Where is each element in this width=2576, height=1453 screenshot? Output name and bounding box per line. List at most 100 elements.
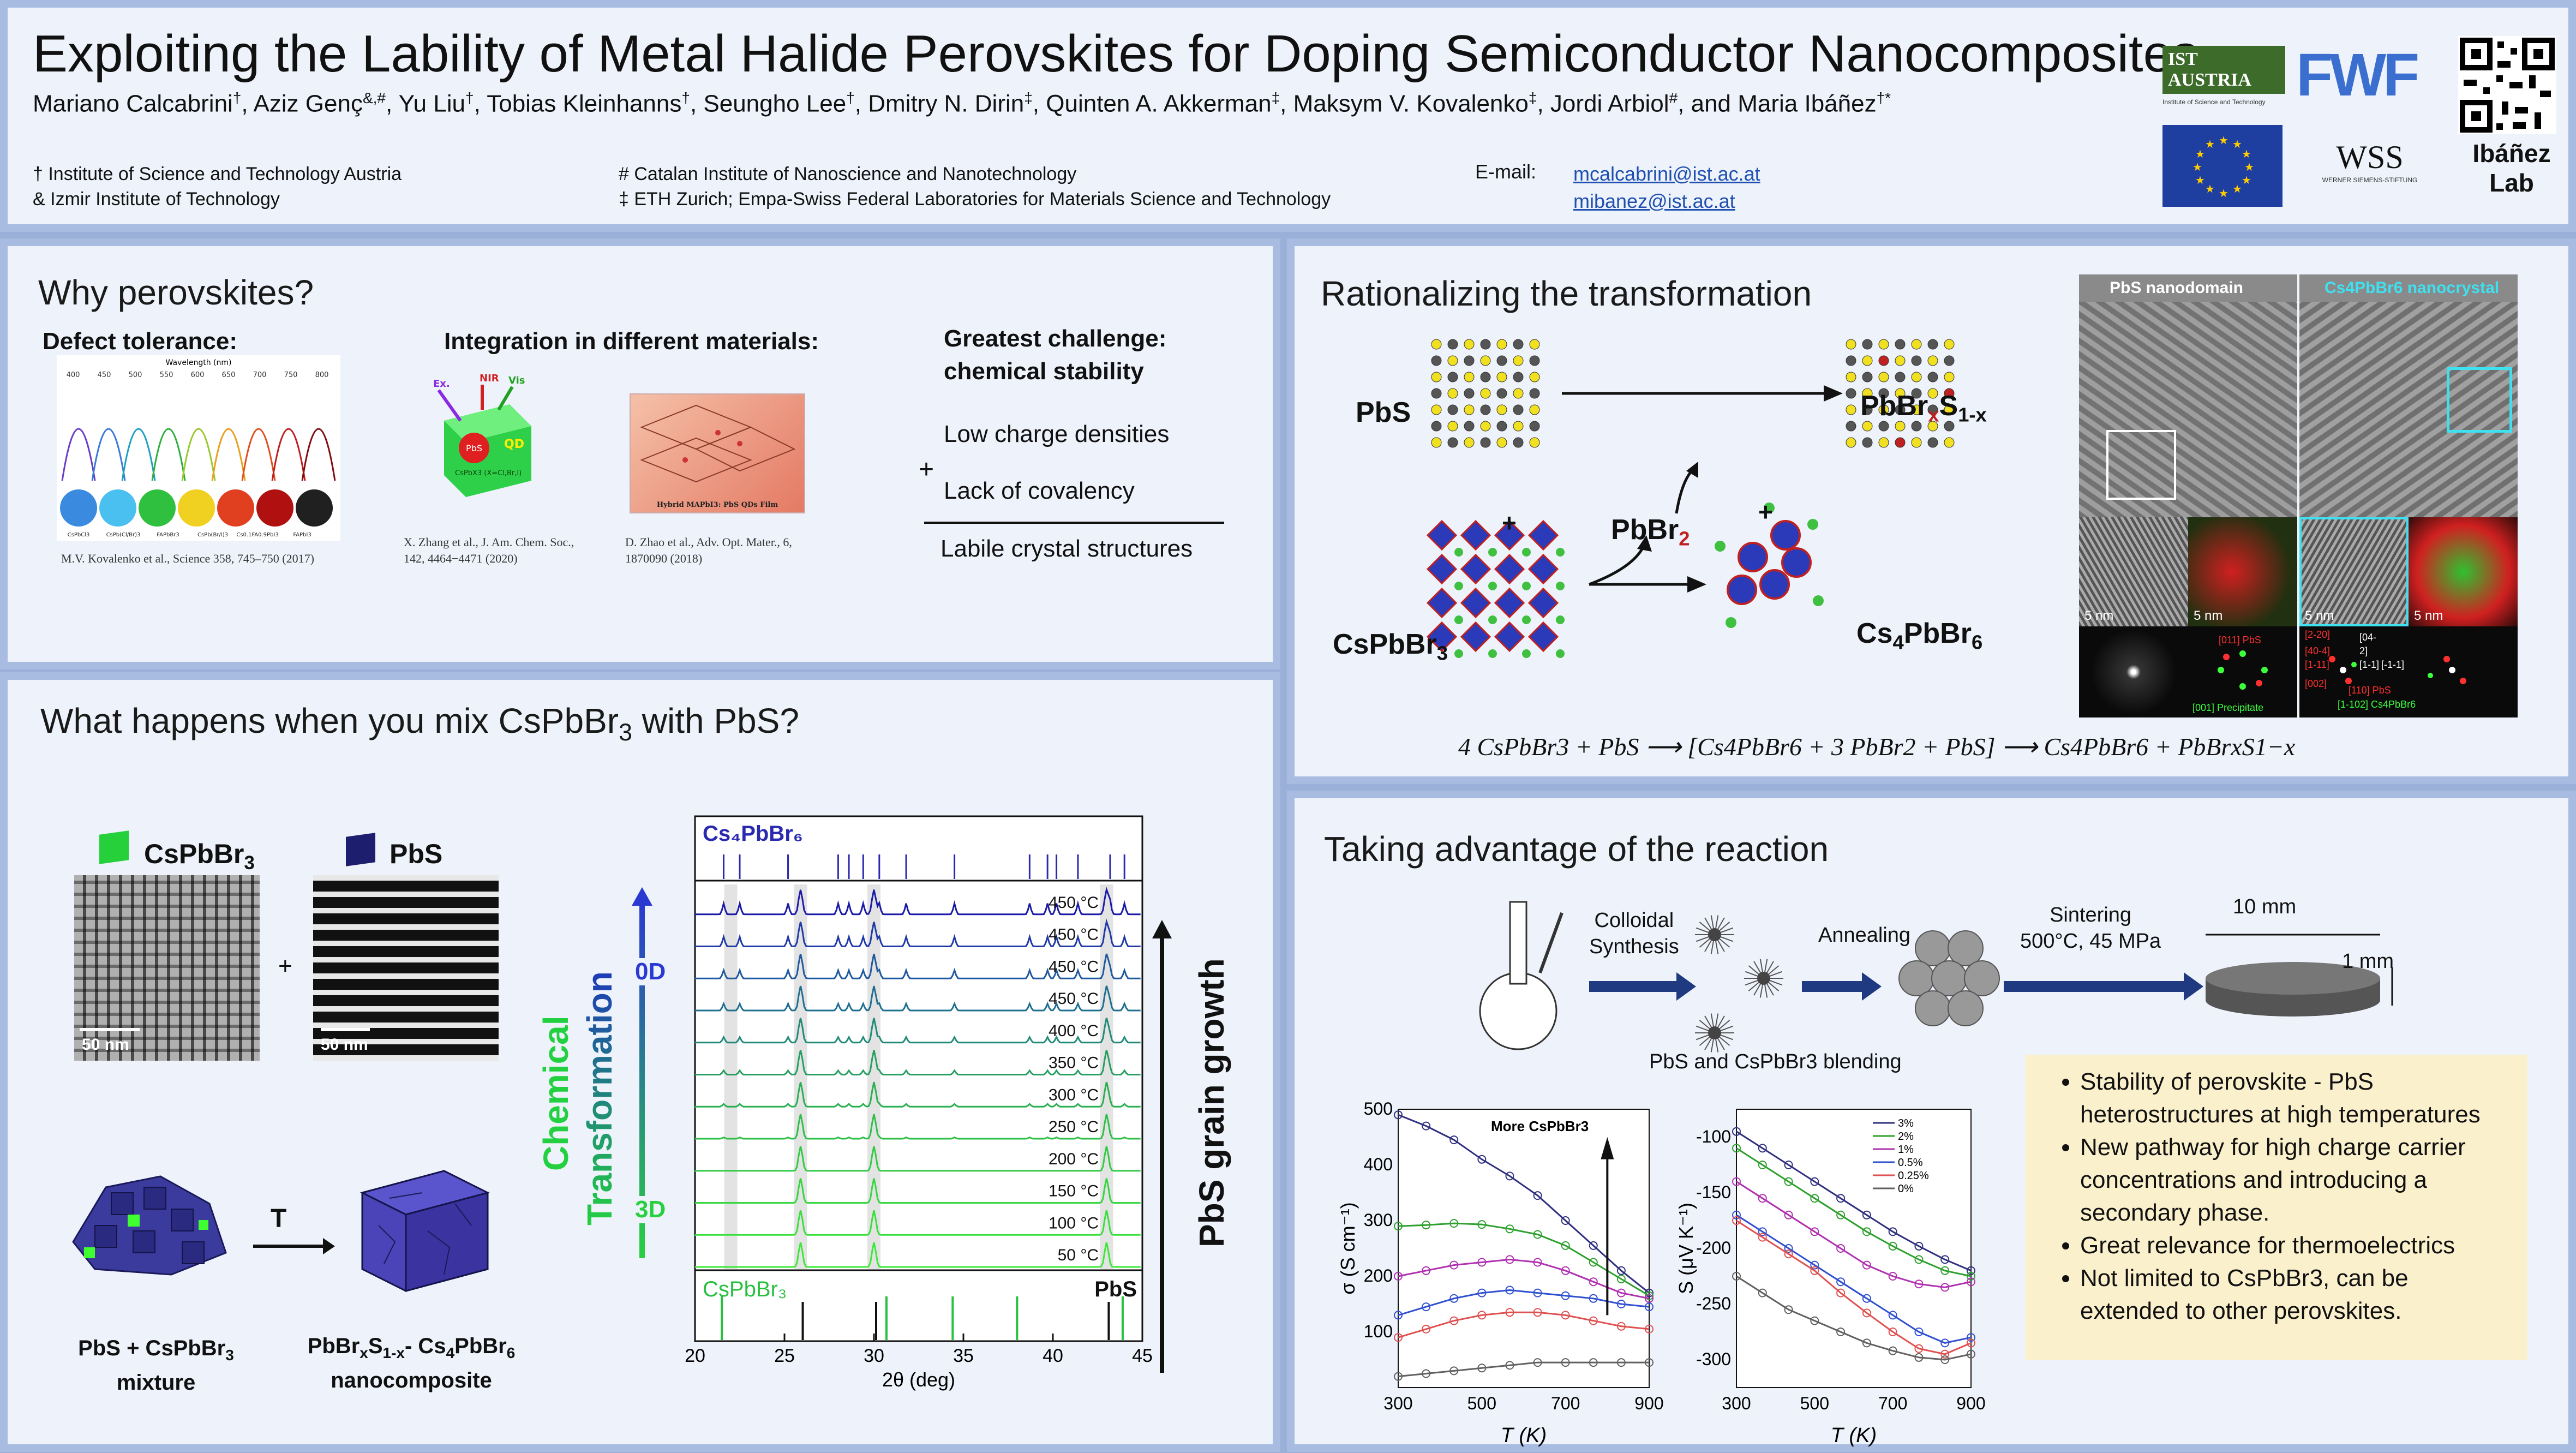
series-line xyxy=(1398,1361,1649,1378)
data-point xyxy=(1810,1266,1819,1275)
atom xyxy=(1496,339,1507,350)
author-affiliation-mark: ‡ xyxy=(1024,89,1033,106)
atom xyxy=(1513,355,1524,366)
emission-curve xyxy=(181,428,216,481)
octahedron xyxy=(1494,621,1525,653)
nanocrystal-icon xyxy=(1757,972,1770,985)
atom xyxy=(1447,421,1458,432)
atom xyxy=(1447,388,1458,399)
octahedron xyxy=(1494,519,1525,551)
atom xyxy=(1911,437,1922,448)
atom xyxy=(1454,649,1463,658)
sphere-icon xyxy=(1964,960,2000,996)
atom xyxy=(1513,388,1524,399)
challenge-item: Low charge densities xyxy=(944,421,1170,447)
cspbbr3-ref-label: CsPbBr₃ xyxy=(703,1277,787,1301)
axis-tick-label: 45 xyxy=(1132,1346,1153,1366)
data-point xyxy=(1836,1288,1846,1297)
atom xyxy=(1878,339,1889,350)
ist-logo-text: IST AUSTRIA xyxy=(2162,46,2285,94)
wavelength-tick: 650 xyxy=(222,371,236,379)
emission-curve xyxy=(91,428,126,481)
citation: X. Zhang et al., J. Am. Chem. Soc., 142,… xyxy=(404,534,574,567)
tem-hr-image xyxy=(2079,517,2188,626)
axis-tick-label: -200 xyxy=(1696,1238,1731,1258)
temperature-label: 300 °C xyxy=(1049,1086,1099,1104)
hybrid-label: Hybrid MAPbI3: PbS QDs Film xyxy=(657,501,778,509)
atom xyxy=(1927,404,1938,415)
emission-curve xyxy=(151,428,186,481)
email-label: E-mail: xyxy=(1475,160,1537,183)
series-line xyxy=(1736,1219,1972,1355)
author-name: Jordi Arbiol xyxy=(1550,90,1669,117)
data-point xyxy=(1732,1216,1741,1225)
temperature-label: 200 °C xyxy=(1049,1150,1099,1168)
data-point xyxy=(1888,1272,1897,1281)
atom xyxy=(1496,388,1507,399)
author-affiliation-mark: †* xyxy=(1876,89,1891,106)
arrow-up-icon xyxy=(1152,920,1172,1373)
vial-label: FAPbBr3 xyxy=(157,532,179,538)
atom xyxy=(1464,388,1475,399)
data-point xyxy=(1477,1155,1487,1164)
vial-label: FAPbI3 xyxy=(293,532,311,538)
process-arrow xyxy=(1802,981,1862,992)
sphere-icon xyxy=(1948,990,1984,1026)
atom xyxy=(1927,388,1938,399)
plot-frame xyxy=(1736,1109,1972,1388)
process-arrow-head xyxy=(2184,972,2203,1001)
vial-icon xyxy=(178,489,215,527)
temperature-label: 400 °C xyxy=(1049,1022,1099,1040)
atom xyxy=(1464,355,1475,366)
ref-frame xyxy=(694,1269,1143,1342)
vial-icon xyxy=(139,489,176,527)
step-text: 500°C, 45 MPa xyxy=(2020,930,2161,953)
atom xyxy=(1464,437,1475,448)
series-line xyxy=(1736,1181,1972,1288)
cs4pbbr6-ref-label: Cs₄PbBr₆ xyxy=(703,822,803,846)
temperature-label: 100 °C xyxy=(1049,1214,1099,1232)
why-perovskites-panel: Why perovskites? Defect tolerance: Wavel… xyxy=(0,238,1280,669)
atom xyxy=(1488,548,1497,557)
author-affiliation-mark: † xyxy=(465,89,474,106)
author-affiliation-mark: † xyxy=(232,89,242,106)
atom xyxy=(1529,355,1540,366)
axis-tick-label: 700 xyxy=(1551,1394,1580,1413)
data-point xyxy=(1505,1171,1514,1181)
atom xyxy=(1480,421,1491,432)
temperature-label: 450 °C xyxy=(1049,958,1099,976)
annotation-label: More CsPbBr3 xyxy=(1491,1118,1589,1134)
legend-label: 2% xyxy=(1898,1131,1914,1143)
sum-divider xyxy=(924,522,1224,524)
affiliation: ‡ ETH Zurich; Empa-Swiss Federal Laborat… xyxy=(619,189,1331,210)
author-affiliation-mark: # xyxy=(1669,89,1678,106)
conclusion-bullet: New pathway for high charge carrier conc… xyxy=(2080,1131,2511,1229)
atom xyxy=(1513,421,1524,432)
atom xyxy=(1927,437,1938,448)
axis-tick-label: 40 xyxy=(1043,1346,1063,1366)
xrd-pattern-line xyxy=(694,1081,1141,1108)
citation-line: 1870090 (2018) xyxy=(625,552,703,565)
peak-band xyxy=(794,884,807,1269)
series-line xyxy=(1736,1214,1972,1344)
atom xyxy=(1529,437,1540,448)
qr-code-icon[interactable] xyxy=(2458,36,2556,134)
challenge-line: chemical stability xyxy=(944,358,1144,385)
atom xyxy=(1927,421,1938,432)
axis-tick-label: 30 xyxy=(864,1346,884,1366)
author-name: Aziz Genç xyxy=(253,90,363,117)
atom xyxy=(1513,404,1524,415)
atom xyxy=(1813,595,1824,606)
pbs-qd-diagram: PbS QD CsPbX3 (X=Cl,Br,I) Ex. NIR Vis xyxy=(433,373,531,497)
email-link[interactable]: mcalcabrini@ist.ac.at xyxy=(1573,163,1760,185)
atom xyxy=(1944,372,1955,382)
scale-label: 5 nm xyxy=(2194,608,2223,623)
cspbbr3-cube-icon xyxy=(99,830,129,864)
0d-label: 0D xyxy=(635,958,666,985)
xrd-pattern-line xyxy=(694,953,1141,979)
data-point xyxy=(1758,1161,1767,1169)
email-link[interactable]: mibanez@ist.ac.at xyxy=(1573,190,1735,212)
atom xyxy=(1862,421,1873,432)
sphere-icon xyxy=(1931,960,1967,996)
